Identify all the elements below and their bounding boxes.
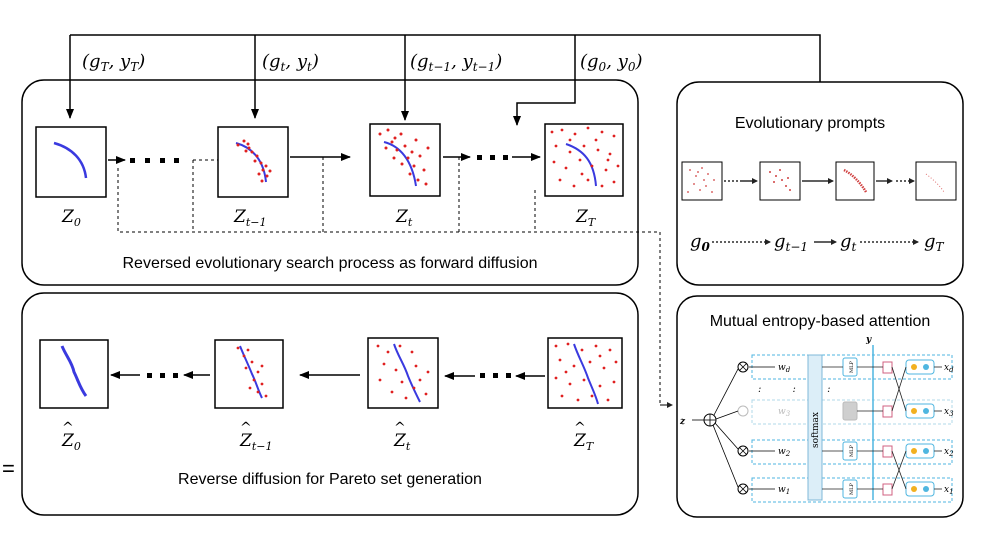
label-gt-yt: (gt, yt) <box>262 51 319 74</box>
svg-text:gt−1: gt−1 <box>774 231 808 254</box>
attention-dots: : : : <box>758 384 844 395</box>
reverse-diffusion-panel <box>21 292 639 516</box>
weight-w1: w1 <box>778 485 790 496</box>
reverse-hat-zt1: ^ <box>240 420 252 436</box>
forward-label-zt: Zt <box>395 207 413 229</box>
forward-snapshot-zT <box>544 123 624 197</box>
label-gt1-yt1: (gt−1, yt−1) <box>410 51 502 74</box>
input-xd: xd <box>944 363 954 374</box>
mlp-d: MLP <box>849 361 855 373</box>
svg-text:gt: gt <box>840 231 857 254</box>
forward-caption: Reversed evolutionary search process as … <box>122 255 537 272</box>
weight-w3: w3 <box>778 407 791 418</box>
prompt-boxes <box>681 161 957 201</box>
attention-panel <box>676 295 964 518</box>
label-gT-yT: (gT, yT) <box>82 51 145 74</box>
mlp-1: MLP <box>849 483 855 495</box>
prompts-title: Evolutionary prompts <box>735 115 885 132</box>
reverse-arrows <box>110 371 545 380</box>
prompt-sequence: g0 gt−1 gt gT <box>690 231 945 254</box>
input-x3: x3 <box>944 407 954 418</box>
attention-diagram: softmax <box>679 335 954 503</box>
forward-label-zt1: Zt−1 <box>233 207 266 229</box>
svg-text:g0: g0 <box>690 231 711 254</box>
input-x1: x1 <box>944 485 954 496</box>
softmax-label: softmax <box>811 412 821 448</box>
mlp-2: MLP <box>849 445 855 457</box>
label-g0-y0: (g0, y0) <box>580 51 642 74</box>
reverse-hat-zT: ^ <box>574 420 586 436</box>
reverse-snapshot-zT <box>547 337 623 409</box>
forward-ellipsis <box>130 155 508 163</box>
input-x2: x2 <box>944 447 954 458</box>
top-connector-lines <box>66 34 821 126</box>
attention-title: Mutual entropy-based attention <box>710 313 931 330</box>
svg-text:gT: gT <box>924 231 945 254</box>
forward-label-z0: Z0 <box>61 207 81 229</box>
reverse-hat-zt: ^ <box>394 420 406 436</box>
reverse-snapshot-zt1 <box>214 339 284 409</box>
equals-sign: = <box>2 456 15 481</box>
forward-label-zT: ZT <box>575 207 597 229</box>
forward-arrows <box>108 153 541 164</box>
reverse-hat-z0: ^ <box>62 420 74 436</box>
forward-snapshot-zt <box>369 123 441 197</box>
forward-dotted-link <box>117 157 673 408</box>
reverse-caption: Reverse diffusion for Pareto set generat… <box>178 471 482 488</box>
reverse-snapshot-z0 <box>39 339 109 409</box>
weight-wd: wd <box>778 363 791 374</box>
prompts-panel <box>676 81 964 286</box>
attention-z-label: z <box>679 417 686 427</box>
attention-y-label: y <box>865 335 872 345</box>
forward-snapshot-z0 <box>35 126 107 198</box>
reverse-ellipsis <box>147 373 511 378</box>
forward-snapshot-zt1 <box>217 126 289 198</box>
forward-process-panel <box>21 79 639 286</box>
reverse-snapshot-zt <box>367 337 439 409</box>
weight-w2: w2 <box>778 447 791 458</box>
